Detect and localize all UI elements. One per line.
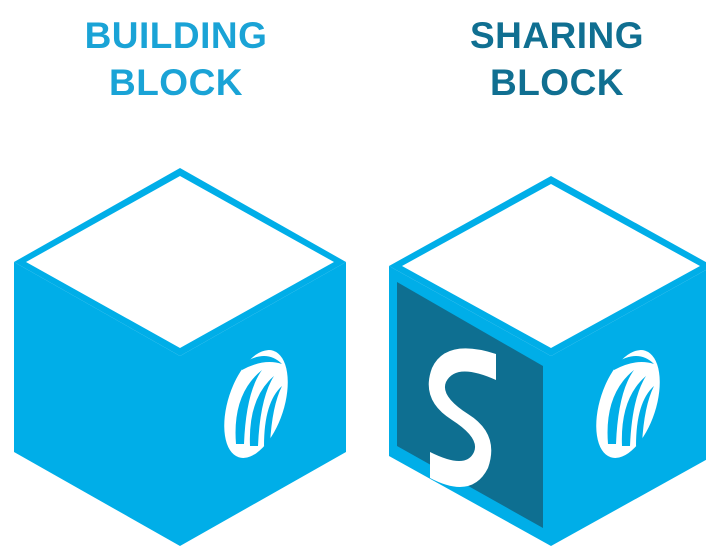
building-title-line1: BUILDING: [84, 15, 268, 56]
building-block-cube: [14, 168, 346, 546]
sharing-block-cube: [389, 176, 706, 546]
sharing-title-line2: BLOCK: [489, 62, 625, 103]
building-title-line2: BLOCK: [108, 62, 244, 103]
sharing-title-line1: SHARING: [469, 15, 645, 56]
building-block-title: BUILDING BLOCK: [60, 12, 292, 106]
sharing-letter-s-icon: [428, 348, 496, 487]
sharing-block-title: SHARING BLOCK: [432, 12, 682, 106]
